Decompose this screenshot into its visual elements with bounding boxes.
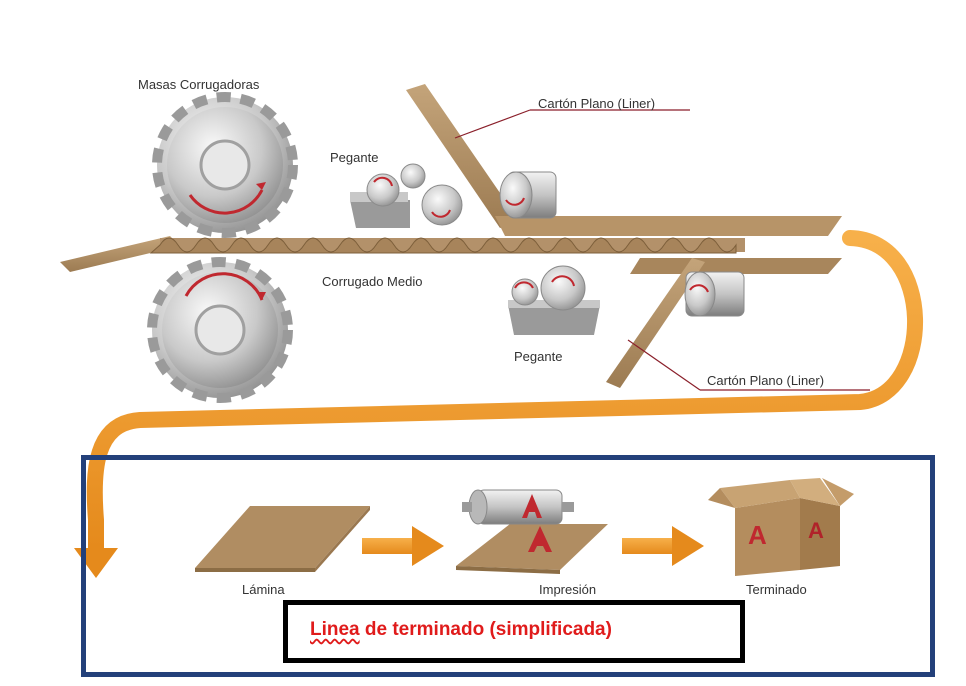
label-pegante-bottom: Pegante: [514, 349, 563, 364]
box-letter-left: A: [748, 520, 767, 550]
label-impresion: Impresión: [539, 582, 597, 597]
corrugating-gear-bottom: [147, 257, 293, 403]
liner-roller-top: [499, 171, 557, 219]
label-carton-plano-top: Cartón Plano (Liner): [538, 96, 656, 111]
label-terminado: Terminado: [746, 582, 807, 597]
note-word-linea: Linea: [310, 619, 360, 640]
label-masas-corrugadoras: Masas Corrugadoras: [138, 77, 260, 92]
label-corrugado-medio: Corrugado Medio: [322, 274, 423, 289]
corrugating-gear-top: [152, 92, 298, 238]
feed-paper: [60, 236, 180, 272]
label-carton-plano-bottom: Cartón Plano (Liner): [707, 373, 825, 388]
printing-stage: [456, 489, 608, 574]
flow-arrow-1: [362, 526, 444, 566]
corrugated-medium: [149, 237, 745, 254]
leader-liner-bottom: [627, 339, 701, 391]
orange-transfer-band: [86, 230, 923, 556]
glue-unit-top: [350, 163, 463, 228]
note-box: [283, 600, 745, 663]
label-pegante-top: Pegante: [330, 150, 379, 165]
note-text: Linea de terminado (simplificada): [310, 619, 612, 641]
liner-bottom-flat: [630, 258, 842, 274]
liner-roller-bottom: [684, 271, 745, 317]
flow-arrow-2: [622, 526, 704, 566]
finished-box: [708, 478, 854, 576]
finishing-line-frame: [81, 455, 935, 677]
print-letter-sheet: [528, 526, 552, 552]
finished-sheet: [195, 506, 370, 572]
box-letter-right: A: [808, 518, 824, 543]
note-rest: de terminado (simplificada): [359, 619, 612, 640]
glue-unit-bottom: [508, 265, 600, 335]
label-lamina: Lámina: [242, 582, 285, 597]
liner-top-flat: [495, 216, 842, 236]
leader-liner-top: [454, 109, 531, 139]
liner-top-diagonal: [406, 84, 520, 228]
liner-bottom-diagonal: [606, 258, 705, 388]
print-letter-roller: [522, 494, 542, 518]
